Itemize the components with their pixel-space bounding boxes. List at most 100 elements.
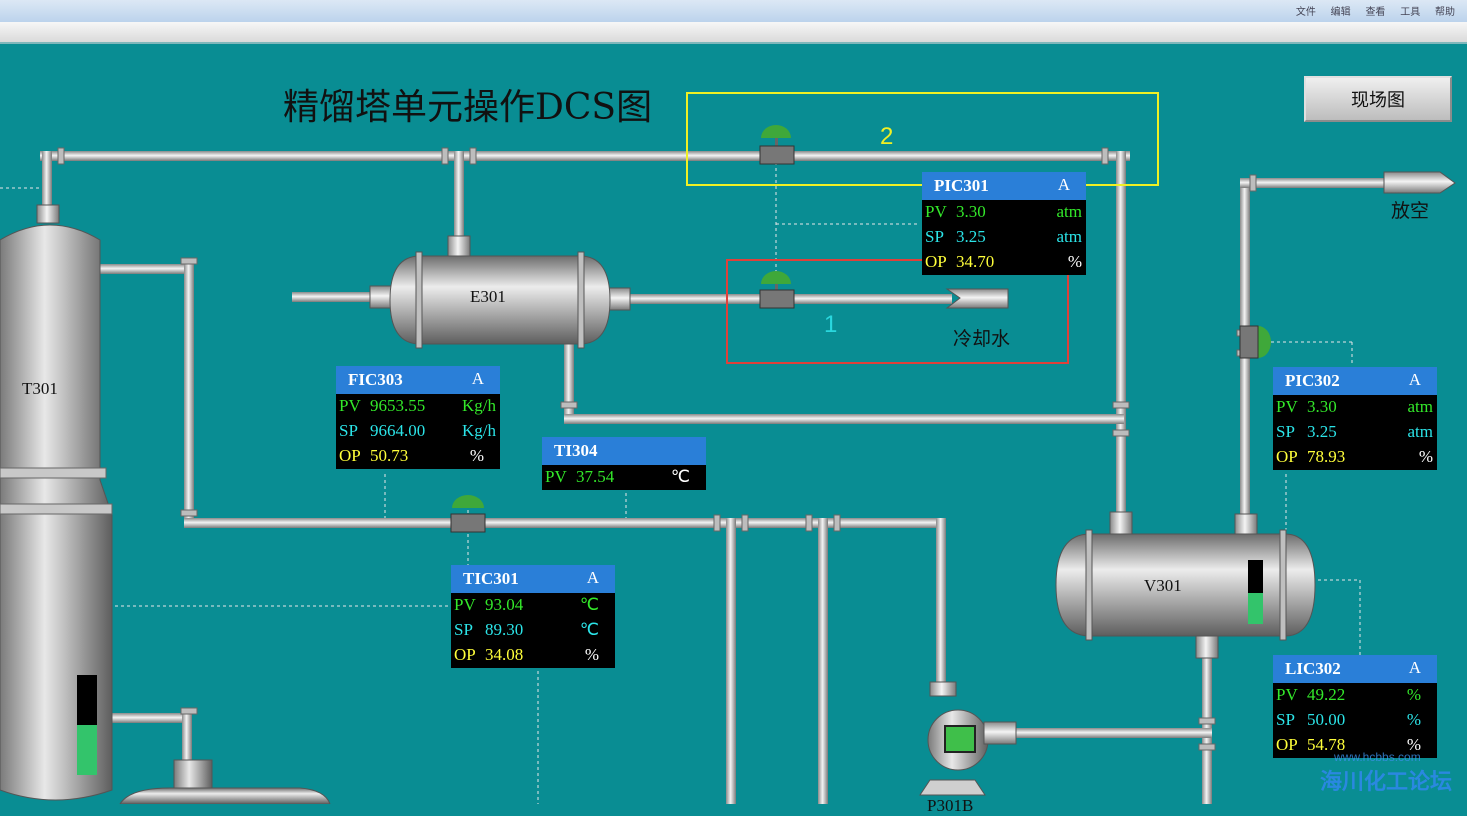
menu-item[interactable]: 文件 [1295, 7, 1316, 18]
valve-cooling-water[interactable] [759, 271, 795, 309]
t301-level-fill [77, 725, 97, 775]
op-key: OP [454, 645, 476, 664]
faceplate-tag: TIC301 [463, 569, 519, 588]
sp-key: SP [339, 421, 358, 440]
pv-unit: ℃ [670, 467, 690, 486]
op-key: OP [1276, 447, 1298, 466]
faceplate-mode: A [1057, 175, 1070, 194]
valve-pic301[interactable] [759, 125, 795, 165]
faceplate-pic302[interactable]: PIC302 A PV 3.30 atm SP 3.25 atm OP 78.93% [1273, 367, 1437, 470]
pipe-flanges [38, 147, 1257, 751]
pv-value: 49.22 [1307, 685, 1346, 704]
faceplate-lic302[interactable]: LIC302 A PV 49.22% SP 50.00% OP 54.78% [1273, 655, 1437, 758]
condenser-e301 [389, 251, 611, 349]
faceplate-mode: A [1408, 370, 1421, 389]
pv-unit: Kg/h [462, 396, 496, 415]
pv-value: 3.30 [956, 202, 986, 221]
window-menu: 文件 编辑 查看 工具 帮助 [1284, 3, 1455, 18]
pv-value: 37.54 [576, 467, 615, 486]
op-unit: % [1406, 735, 1421, 754]
toolbar-strip [0, 22, 1467, 44]
faceplate-mode: A [1408, 658, 1421, 677]
column-t301 [0, 224, 113, 801]
pump-p301b [919, 681, 1017, 796]
sp-key: SP [1276, 422, 1295, 441]
sp-unit: % [1406, 710, 1421, 729]
faceplate-tic301[interactable]: TIC301 A PV 93.04 ℃ SP 89.30 ℃ OP 34.08% [451, 565, 615, 668]
faceplate-ti304[interactable]: TI304 PV 37.54 ℃ [542, 437, 706, 490]
pv-key: PV [454, 595, 476, 614]
op-value: 54.78 [1307, 735, 1346, 754]
op-key: OP [1276, 735, 1298, 754]
page-title: 精馏塔单元操作DCS图 [283, 87, 653, 128]
faceplate-tag: PIC302 [1285, 371, 1340, 390]
sp-key: SP [1276, 710, 1295, 729]
op-unit: % [1067, 252, 1082, 271]
sp-value: 89.30 [485, 620, 524, 639]
pv-unit: atm [1407, 397, 1434, 416]
signal-lines [0, 162, 1361, 804]
pv-key: PV [1276, 685, 1298, 704]
valve-pic302[interactable] [1239, 325, 1271, 359]
annotation-box-1 [726, 259, 1069, 364]
op-value: 34.08 [485, 645, 524, 664]
cooling-water-label: 冷却水 [953, 328, 1011, 350]
op-unit: % [1418, 447, 1433, 466]
pv-value: 3.30 [1307, 397, 1337, 416]
op-key: OP [339, 446, 361, 465]
pipes [40, 151, 1390, 804]
annotation-label-2: 2 [880, 123, 894, 150]
pv-value: 9653.55 [370, 396, 426, 415]
faceplate-tag: TI304 [554, 441, 598, 460]
vent-label: 放空 [1391, 200, 1430, 222]
sp-unit: atm [1056, 227, 1083, 246]
op-unit: % [584, 645, 599, 664]
faceplate-tag: LIC302 [1285, 659, 1341, 678]
pv-key: PV [1276, 397, 1298, 416]
faceplate-pic301[interactable]: PIC301 A PV 3.30 atm SP 3.25 atm OP 34.70% [922, 172, 1086, 275]
op-unit: % [469, 446, 484, 465]
p301b-label: P301B [927, 796, 974, 815]
faceplate-mode: A [586, 568, 599, 587]
menu-item[interactable]: 编辑 [1330, 7, 1351, 18]
v301-label: V301 [1144, 576, 1182, 595]
sp-value: 9664.00 [370, 421, 426, 440]
annotation-label-1: 1 [824, 311, 838, 338]
faceplate-mode: A [471, 369, 484, 388]
menu-item[interactable]: 帮助 [1435, 7, 1455, 18]
pv-key: PV [925, 202, 947, 221]
op-value: 78.93 [1307, 447, 1346, 466]
v301-level-fill [1248, 593, 1263, 624]
op-value: 34.70 [956, 252, 995, 271]
sp-key: SP [925, 227, 944, 246]
sp-key: SP [454, 620, 473, 639]
op-value: 50.73 [370, 446, 409, 465]
pv-key: PV [339, 396, 361, 415]
op-key: OP [925, 252, 947, 271]
field-view-button[interactable]: 现场图 [1304, 76, 1452, 122]
t301-label: T301 [22, 379, 58, 398]
watermark-text: 海川化工论坛 [1320, 770, 1453, 795]
sp-value: 3.25 [1307, 422, 1337, 441]
sp-unit: Kg/h [462, 421, 496, 440]
faceplate-tag: PIC301 [934, 176, 989, 195]
valve-fic303[interactable] [450, 495, 486, 533]
e301-label: E301 [470, 287, 506, 306]
pv-value: 93.04 [485, 595, 524, 614]
faceplate-tag: FIC303 [348, 370, 403, 389]
menu-item[interactable]: 查看 [1365, 7, 1386, 18]
menu-item[interactable]: 工具 [1400, 7, 1421, 18]
pv-unit: atm [1056, 202, 1083, 221]
sp-value: 50.00 [1307, 710, 1346, 729]
sp-unit: ℃ [579, 620, 599, 639]
pv-unit: % [1406, 685, 1421, 704]
pv-key: PV [545, 467, 567, 486]
sp-unit: atm [1407, 422, 1434, 441]
reboiler-partial [119, 759, 331, 804]
watermark-url: www.hcbbs.com [1334, 750, 1421, 764]
pv-unit: ℃ [579, 595, 599, 614]
drum-v301 [1055, 529, 1316, 641]
sp-value: 3.25 [956, 227, 986, 246]
